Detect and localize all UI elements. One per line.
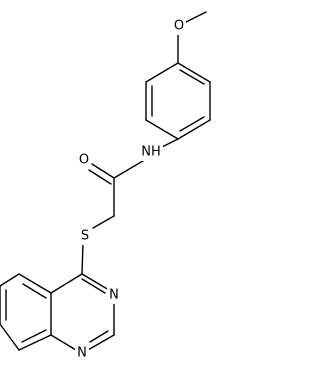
atom-nh: NH bbox=[141, 145, 161, 160]
bond-q-6 bbox=[50, 334, 77, 351]
bond-q-1 bbox=[81, 273, 110, 291]
bond-methyl-o bbox=[185, 11, 207, 23]
atom-n1: N bbox=[77, 346, 87, 361]
bond-co-1 bbox=[91, 163, 115, 179]
bond-s-c4 bbox=[81, 242, 84, 275]
bond-q-8 bbox=[50, 273, 83, 294]
bond-ring1-inner-1 bbox=[179, 69, 205, 85]
bond-ring1-f bbox=[145, 62, 179, 83]
bond-nh-c bbox=[113, 157, 149, 179]
atom-bg-n1 bbox=[75, 344, 89, 362]
atom-bg-o-methoxy bbox=[172, 17, 186, 35]
atom-s: S bbox=[81, 229, 89, 244]
atom-n3: N bbox=[109, 288, 119, 303]
bond-q-2 bbox=[81, 278, 106, 294]
bond-ring1-a bbox=[177, 62, 211, 83]
molecule-diagram: O NH O S N N bbox=[0, 11, 211, 362]
atom-o-methoxy: O bbox=[174, 19, 184, 34]
bond-q-5 bbox=[89, 330, 109, 343]
bond-b-5 bbox=[18, 334, 52, 351]
atom-bg-n3 bbox=[107, 286, 121, 304]
bond-ring1-inner-2 bbox=[179, 116, 205, 132]
atom-bg-s bbox=[78, 227, 92, 245]
atom-bg-nh bbox=[139, 143, 163, 161]
bond-b-2 bbox=[0, 273, 20, 287]
bond-b-inner-3 bbox=[21, 329, 47, 343]
bond-ring1-d bbox=[145, 119, 179, 140]
bond-q-4 bbox=[87, 334, 115, 351]
bond-b-1 bbox=[18, 273, 52, 294]
bond-ch2-s bbox=[92, 215, 115, 229]
atom-o-carbonyl: O bbox=[79, 153, 89, 168]
bond-co-2 bbox=[88, 169, 112, 185]
bond-b-4 bbox=[0, 323, 20, 351]
bond-b-inner-1 bbox=[22, 283, 47, 299]
atom-bg-o-carbonyl bbox=[77, 151, 91, 169]
bond-ring1-c bbox=[177, 119, 211, 140]
structure-canvas: O NH O S N N bbox=[0, 11, 211, 362]
